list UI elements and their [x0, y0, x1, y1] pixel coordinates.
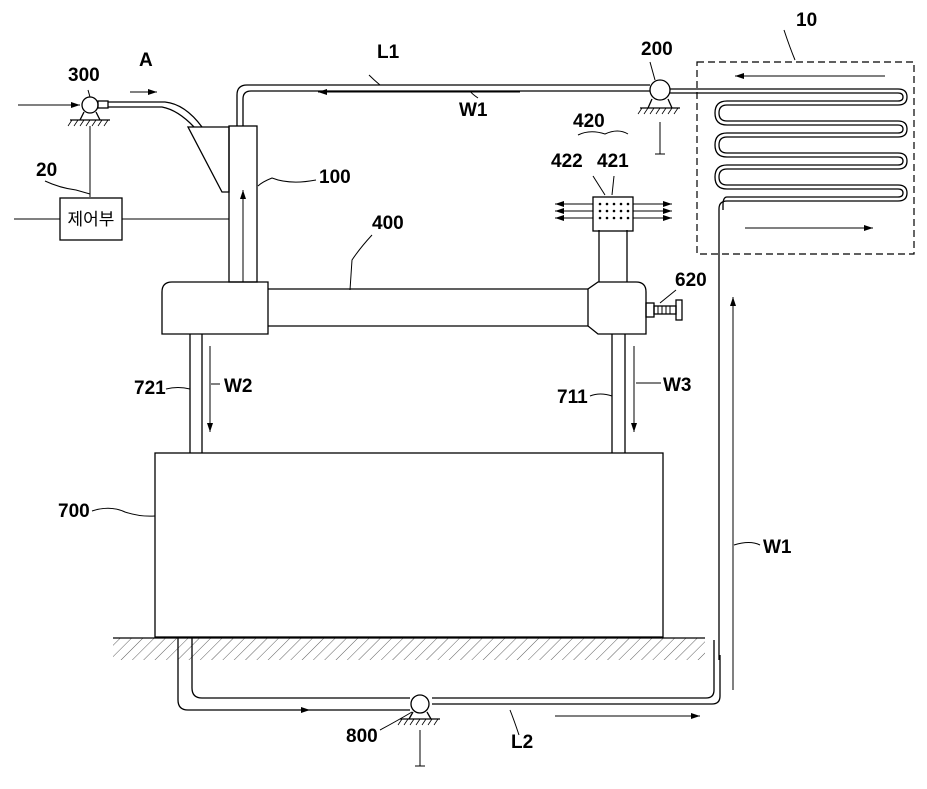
ground — [113, 638, 705, 660]
right-housing — [588, 282, 646, 334]
label-W3: W3 — [663, 375, 692, 396]
label-A: A — [139, 50, 153, 71]
label-421: 421 — [597, 151, 629, 172]
label-100: 100 — [319, 167, 351, 188]
label-620: 620 — [675, 270, 707, 291]
label-721: 721 — [134, 378, 166, 399]
controller-label: 제어부 — [68, 210, 115, 230]
coil — [670, 89, 907, 660]
label-711: 711 — [557, 387, 588, 408]
label-10: 10 — [796, 10, 817, 31]
left-housing — [162, 282, 268, 334]
label-420: 420 — [573, 111, 605, 132]
riser-420 — [599, 230, 627, 282]
label-W2: W2 — [224, 376, 253, 397]
pipe-711 — [612, 334, 625, 453]
label-200: 200 — [641, 39, 673, 60]
label-800: 800 — [346, 726, 378, 747]
label-400: 400 — [372, 213, 404, 234]
pump-800 — [398, 695, 440, 766]
tank-700 — [155, 453, 663, 637]
label-L1: L1 — [377, 42, 400, 63]
filter-holes — [599, 203, 630, 220]
feed-hose — [108, 102, 202, 127]
pump-300 — [68, 97, 110, 197]
label-W1-right: W1 — [763, 537, 792, 558]
filter-box-420 — [593, 197, 633, 231]
label-300: 300 — [68, 65, 100, 86]
duct-400 — [268, 289, 588, 326]
hopper — [188, 127, 229, 192]
controller-20 — [14, 198, 229, 240]
pipe-721 — [190, 334, 202, 453]
label-700: 700 — [58, 501, 90, 522]
label-20: 20 — [36, 160, 57, 181]
label-422: 422 — [551, 151, 583, 172]
label-L2: L2 — [511, 732, 533, 753]
valve-620 — [646, 300, 682, 320]
heat-exchanger-10 — [697, 62, 914, 254]
label-W1-top: W1 — [459, 100, 488, 121]
